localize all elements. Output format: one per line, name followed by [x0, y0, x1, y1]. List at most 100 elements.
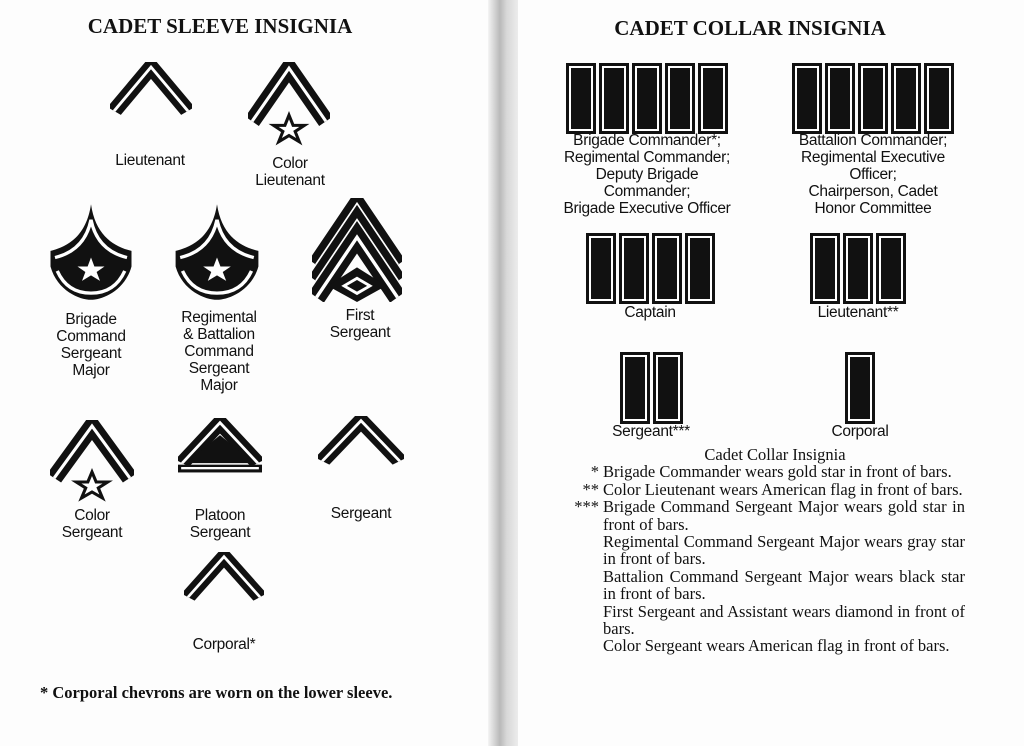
label-line: Brigade Commander*; [573, 132, 721, 149]
note-item: ***Brigade Command Sergeant Major wears … [555, 498, 965, 655]
note-text: Brigade Commander wears gold star in fro… [603, 462, 965, 482]
note-text: Brigade Command Sergeant Major wears gol… [603, 498, 965, 655]
label-line: Captain [624, 304, 676, 321]
chevron-insignia-icon [318, 416, 404, 465]
label-line: Battalion Commander; [798, 132, 948, 149]
collar-bars-icon [810, 233, 906, 304]
bar-mark [924, 63, 954, 134]
bar-mark [665, 63, 695, 134]
chevron-insignia-icon [178, 418, 262, 473]
chevron-insignia-icon [50, 420, 134, 502]
chevron-insignia-icon [110, 62, 192, 115]
bar-mark [684, 233, 715, 304]
chevron-insignia-icon [184, 552, 264, 601]
label-line: First [345, 307, 375, 324]
bar-mark [632, 63, 662, 134]
label-line: Lieutenant [115, 152, 185, 169]
bar-mark [618, 233, 649, 304]
label-line: Corporal [831, 423, 889, 440]
left-page: CADET SLEEVE INSIGNIA [0, 0, 492, 746]
bar-mark [619, 352, 650, 424]
bar-mark [876, 233, 906, 304]
collar-title: CADET COLLAR INSIGNIA [614, 16, 886, 40]
chevron-insignia-icon [50, 204, 132, 300]
label-line: & Battalion [183, 326, 255, 343]
label-line: Platoon [194, 507, 246, 524]
collar-bars-icon [566, 63, 728, 134]
bar-mark [843, 233, 873, 304]
note-marker: *** [574, 497, 599, 517]
collar-insignia-label: Battalion Commander;Regimental Executive… [798, 132, 948, 217]
collar-insignia-label: Sergeant*** [612, 423, 690, 440]
collar-insignia-label: Corporal [831, 423, 888, 440]
collar-insignia-label: Lieutenant** [818, 304, 899, 321]
note-sentence: Regimental Command Sergeant Major wears … [603, 532, 965, 569]
note-sentence: Color Lieutenant wears American flag in … [603, 479, 963, 499]
note-sentence: Color Sergeant wears American flag in fr… [603, 636, 950, 656]
notes-heading: Cadet Collar Insignia [704, 445, 846, 464]
label-line: Lieutenant** [817, 304, 899, 321]
note-sentence: First Sergeant and Assistant wears diamo… [603, 601, 965, 639]
note-marker: * [590, 462, 599, 482]
label-line: Honor Committee [814, 200, 932, 217]
collar-bars-icon [792, 63, 954, 134]
label-line: Brigade Executive Officer [563, 200, 731, 217]
bar-mark [585, 233, 616, 304]
note-marker: ** [582, 479, 600, 499]
collar-bars-icon [585, 233, 715, 304]
label-line: Major [200, 377, 238, 394]
bar-mark [825, 63, 855, 134]
sleeve-insignia-label: Corporal* [193, 636, 256, 653]
bar-mark [566, 63, 596, 134]
collar-insignia-label: Brigade Commander*;Regimental Commander;… [563, 132, 730, 217]
note-text: Color Lieutenant wears American flag in … [603, 479, 965, 499]
label-line: Regimental Commander; [563, 149, 730, 166]
label-line: Color [272, 155, 308, 172]
sleeve-insignia-label: Sergeant [331, 505, 392, 522]
label-line: Brigade [65, 311, 117, 328]
bar-mark [651, 233, 682, 304]
bar-mark [599, 63, 629, 134]
note-sentence: Brigade Command Sergeant Major wears gol… [603, 497, 965, 534]
sleeve-title: CADET SLEEVE INSIGNIA [87, 14, 353, 38]
label-line: Sergeant*** [612, 423, 690, 440]
label-line: Corporal* [192, 636, 256, 653]
label-line: Major [72, 362, 110, 379]
sleeve-insignia-label: Lieutenant [115, 152, 185, 169]
collar-insignia-label: Captain [624, 304, 676, 321]
note-sentence: Brigade Commander wears gold star in fro… [603, 462, 952, 482]
label-line: Deputy Brigade [595, 166, 699, 183]
chevron-insignia-icon [312, 198, 402, 302]
chevron-insignia-icon [248, 62, 330, 146]
sleeve-footnote: * Corporal chevrons are worn on the lowe… [40, 683, 393, 702]
collar-notes: Cadet Collar Insignia *Brigade Commander… [555, 446, 965, 655]
label-line: Sergeant [329, 324, 391, 341]
label-line: Sergeant [61, 524, 123, 541]
note-item: **Color Lieutenant wears American flag i… [555, 479, 965, 499]
page-gutter [488, 0, 522, 746]
label-line: Chairperson, Cadet [808, 183, 938, 200]
label-line: Command [184, 343, 254, 360]
chevron-insignia-icon [175, 204, 259, 300]
label-line: Lieutenant [255, 172, 325, 189]
label-line: Sergeant [189, 524, 251, 541]
label-line: Regimental Executive [801, 149, 945, 166]
label-line: Sergeant [60, 345, 122, 362]
note-item: *Brigade Commander wears gold star in fr… [555, 462, 965, 482]
label-line: Sergeant [188, 360, 250, 377]
collar-bars-icon [619, 352, 683, 424]
label-line: Command [56, 328, 126, 345]
label-line: Regimental [181, 309, 257, 326]
label-line: Officer; [849, 166, 897, 183]
bar-mark [810, 233, 840, 304]
bar-mark [652, 352, 683, 424]
note-sentence: Battalion Command Sergeant Major wears b… [603, 566, 965, 604]
bar-mark [858, 63, 888, 134]
bar-mark [792, 63, 822, 134]
